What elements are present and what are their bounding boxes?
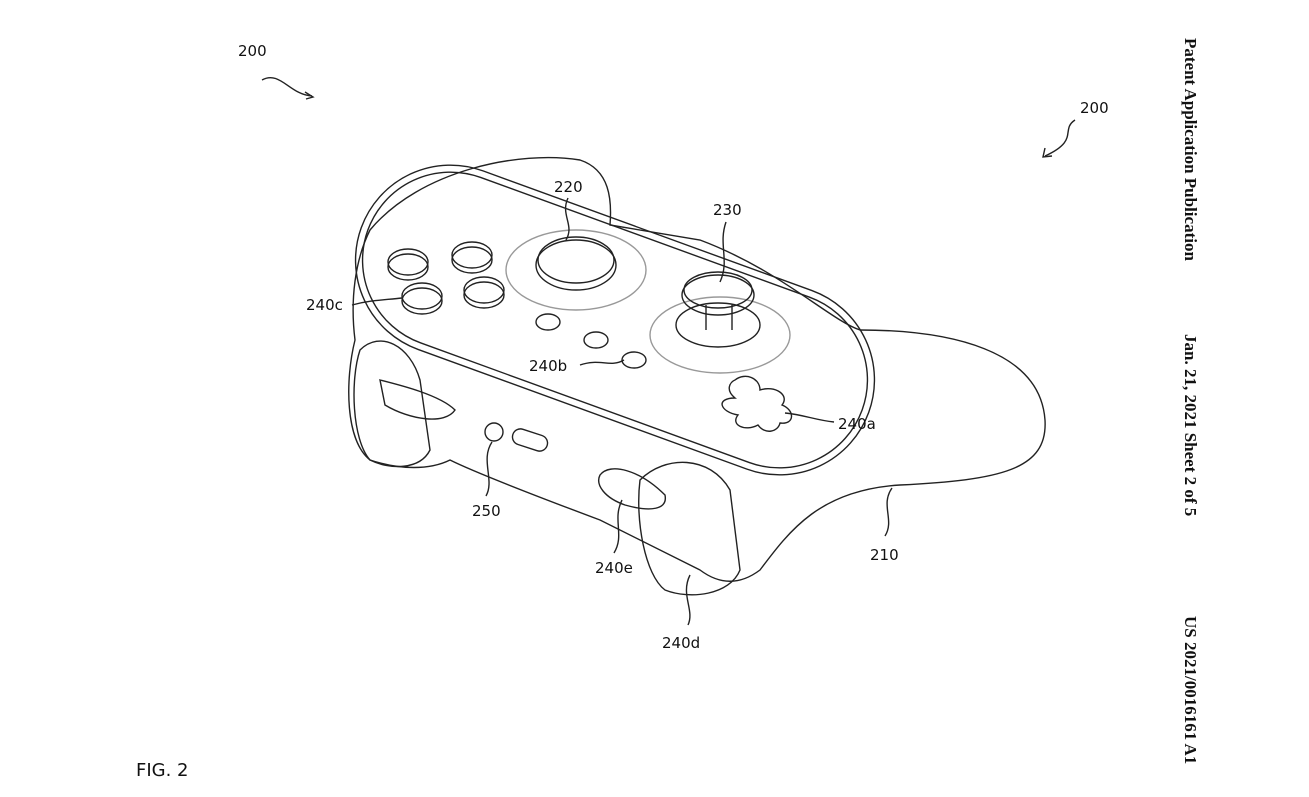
joystick-230 [649, 271, 791, 374]
top-plate [354, 164, 876, 476]
label-230: 230 [713, 201, 742, 219]
label-200-left: 200 [238, 42, 267, 60]
left-trigger [353, 340, 456, 468]
face-buttons [387, 241, 505, 315]
publication-number: US 2021/0016161 A1 [1181, 616, 1200, 765]
port-250 [484, 422, 504, 442]
joystick-220 [505, 229, 647, 311]
date-sheet: Jan. 21, 2021 Sheet 2 of 5 [1181, 334, 1200, 517]
label-240b: 240b [529, 357, 567, 375]
figure-caption: FIG. 2 [136, 760, 189, 781]
label-240d: 240d [662, 634, 700, 652]
label-250: 250 [472, 502, 501, 520]
label-240c: 240c [306, 296, 343, 314]
label-240a: 240a [838, 415, 876, 433]
label-220: 220 [554, 178, 583, 196]
small-buttons [535, 313, 647, 369]
controller-body [348, 156, 1046, 582]
right-trigger [598, 461, 741, 596]
dpad [721, 375, 793, 432]
label-200-right: 200 [1080, 99, 1109, 117]
label-210: 210 [870, 546, 899, 564]
label-240e: 240e [595, 559, 633, 577]
publication-title: Patent Application Publication [1181, 38, 1200, 261]
usb-port [511, 428, 549, 452]
leader-lines [261, 77, 1076, 626]
